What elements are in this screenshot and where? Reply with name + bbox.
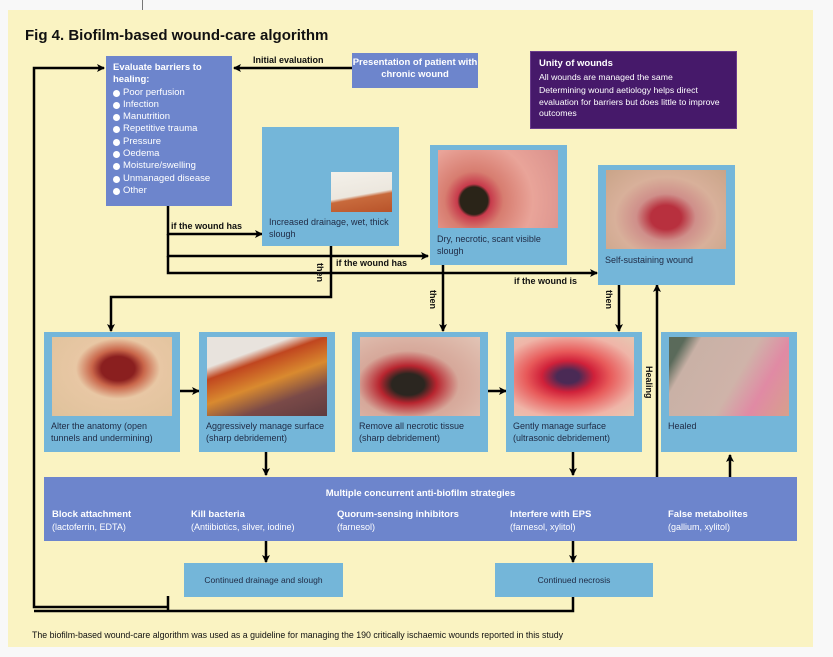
strategy-item: Interfere with EPS(farnesol, xylitol)	[510, 509, 592, 532]
barrier-item: Pressure	[113, 136, 225, 148]
treatment-caption: Healed	[668, 421, 697, 431]
barrier-item: Infection	[113, 99, 225, 111]
strategy-item: Kill bacteria(Antiibiotics, silver, iodi…	[191, 509, 295, 532]
barrier-list: Poor perfusion Infection Manutrition Rep…	[113, 87, 225, 198]
loop-line-bottom	[34, 596, 575, 613]
label-if-wound-is: if the wound is	[514, 276, 577, 286]
strategy-item: False metabolites(gallium, xylitol)	[668, 509, 748, 532]
treatment-remove-necrotic-box: Remove all necrotic tissue (sharp debrid…	[352, 332, 488, 452]
label-initial-evaluation: Initial evaluation	[253, 55, 324, 65]
treatment-caption: Aggressively manage surface (sharp debri…	[206, 421, 325, 443]
label-then-3: then	[604, 290, 614, 309]
treatment-caption: Gently manage surface (ultrasonic debrid…	[513, 421, 611, 443]
label-if-wound-has-2: if the wound has	[336, 258, 407, 268]
ultrasonic-debridement-photo	[514, 337, 634, 416]
unity-line-2: Determining wound aetiology helps direct…	[539, 85, 720, 118]
condition-necrotic-box: Dry, necrotic, scant visible slough	[430, 145, 567, 265]
label-then-2: then	[428, 290, 438, 309]
treatment-gentle-box: Gently manage surface (ultrasonic debrid…	[506, 332, 642, 452]
presentation-box: Presentation of patient with chronic wou…	[352, 53, 478, 88]
barrier-item: Other	[113, 185, 225, 197]
strategy-item: Quorum-sensing inhibitors(farnesol)	[337, 509, 459, 532]
unity-of-wounds-box: Unity of wounds All wounds are managed t…	[530, 51, 737, 129]
top-divider	[142, 0, 143, 10]
sloughy-wound-photo	[331, 172, 392, 212]
strategies-heading: Multiple concurrent anti-biofilm strateg…	[325, 488, 516, 499]
self-sustaining-wound-photo	[606, 170, 726, 249]
barrier-item: Moisture/swelling	[113, 160, 225, 172]
sharp-debridement-photo	[207, 337, 327, 416]
barrier-item: Oedema	[113, 148, 225, 160]
arrow-to-self-sustaining	[166, 256, 598, 277]
treatment-healed-box: Healed	[661, 332, 797, 452]
unity-heading: Unity of wounds	[539, 58, 613, 69]
evaluate-barriers-box: Evaluate barriers to healing: Poor perfu…	[106, 56, 232, 206]
label-if-wound-has-1: if the wound has	[171, 221, 242, 231]
condition-caption: Dry, necrotic, scant visible slough	[437, 234, 541, 256]
necrotic-removal-photo	[360, 337, 480, 416]
condition-drainage-box: Increased drainage, wet, thick slough	[262, 127, 399, 246]
continued-necrosis-box: Continued necrosis	[495, 563, 653, 597]
treatment-caption: Remove all necrotic tissue (sharp debrid…	[359, 421, 465, 443]
condition-caption: Self-sustaining wound	[605, 255, 694, 265]
healed-foot-photo	[669, 337, 789, 416]
loop-line-left	[32, 64, 168, 609]
barrier-item: Manutrition	[113, 111, 225, 123]
barrier-item: Repetitive trauma	[113, 123, 225, 135]
condition-self-sustaining-box: Self-sustaining wound	[598, 165, 735, 285]
open-tunnels-photo	[52, 337, 172, 416]
label-then-1: then	[315, 263, 325, 282]
continued-drainage-box: Continued drainage and slough	[184, 563, 343, 597]
condition-caption: Increased drainage, wet, thick slough	[269, 217, 389, 239]
treatment-aggressive-box: Aggressively manage surface (sharp debri…	[199, 332, 335, 452]
evaluate-heading: Evaluate barriers to healing:	[113, 62, 202, 86]
figure-footer: The biofilm-based wound-care algorithm w…	[32, 630, 564, 640]
unity-line-1: All wounds are managed the same	[539, 71, 673, 82]
anti-biofilm-strategies-box: Multiple concurrent anti-biofilm strateg…	[44, 477, 797, 541]
barrier-item: Poor perfusion	[113, 87, 225, 99]
barrier-item: Unmanaged disease	[113, 173, 225, 185]
treatment-alter-anatomy-box: Alter the anatomy (open tunnels and unde…	[44, 332, 180, 452]
necrotic-wound-photo	[438, 150, 558, 228]
figure-title: Fig 4. Biofilm-based wound-care algorith…	[25, 27, 329, 44]
label-healing: Healing	[644, 366, 654, 399]
then-drainage	[107, 246, 333, 332]
treatment-caption: Alter the anatomy (open tunnels and unde…	[51, 421, 153, 443]
strategy-item: Block attachment(lactoferrin, EDTA)	[52, 509, 132, 532]
